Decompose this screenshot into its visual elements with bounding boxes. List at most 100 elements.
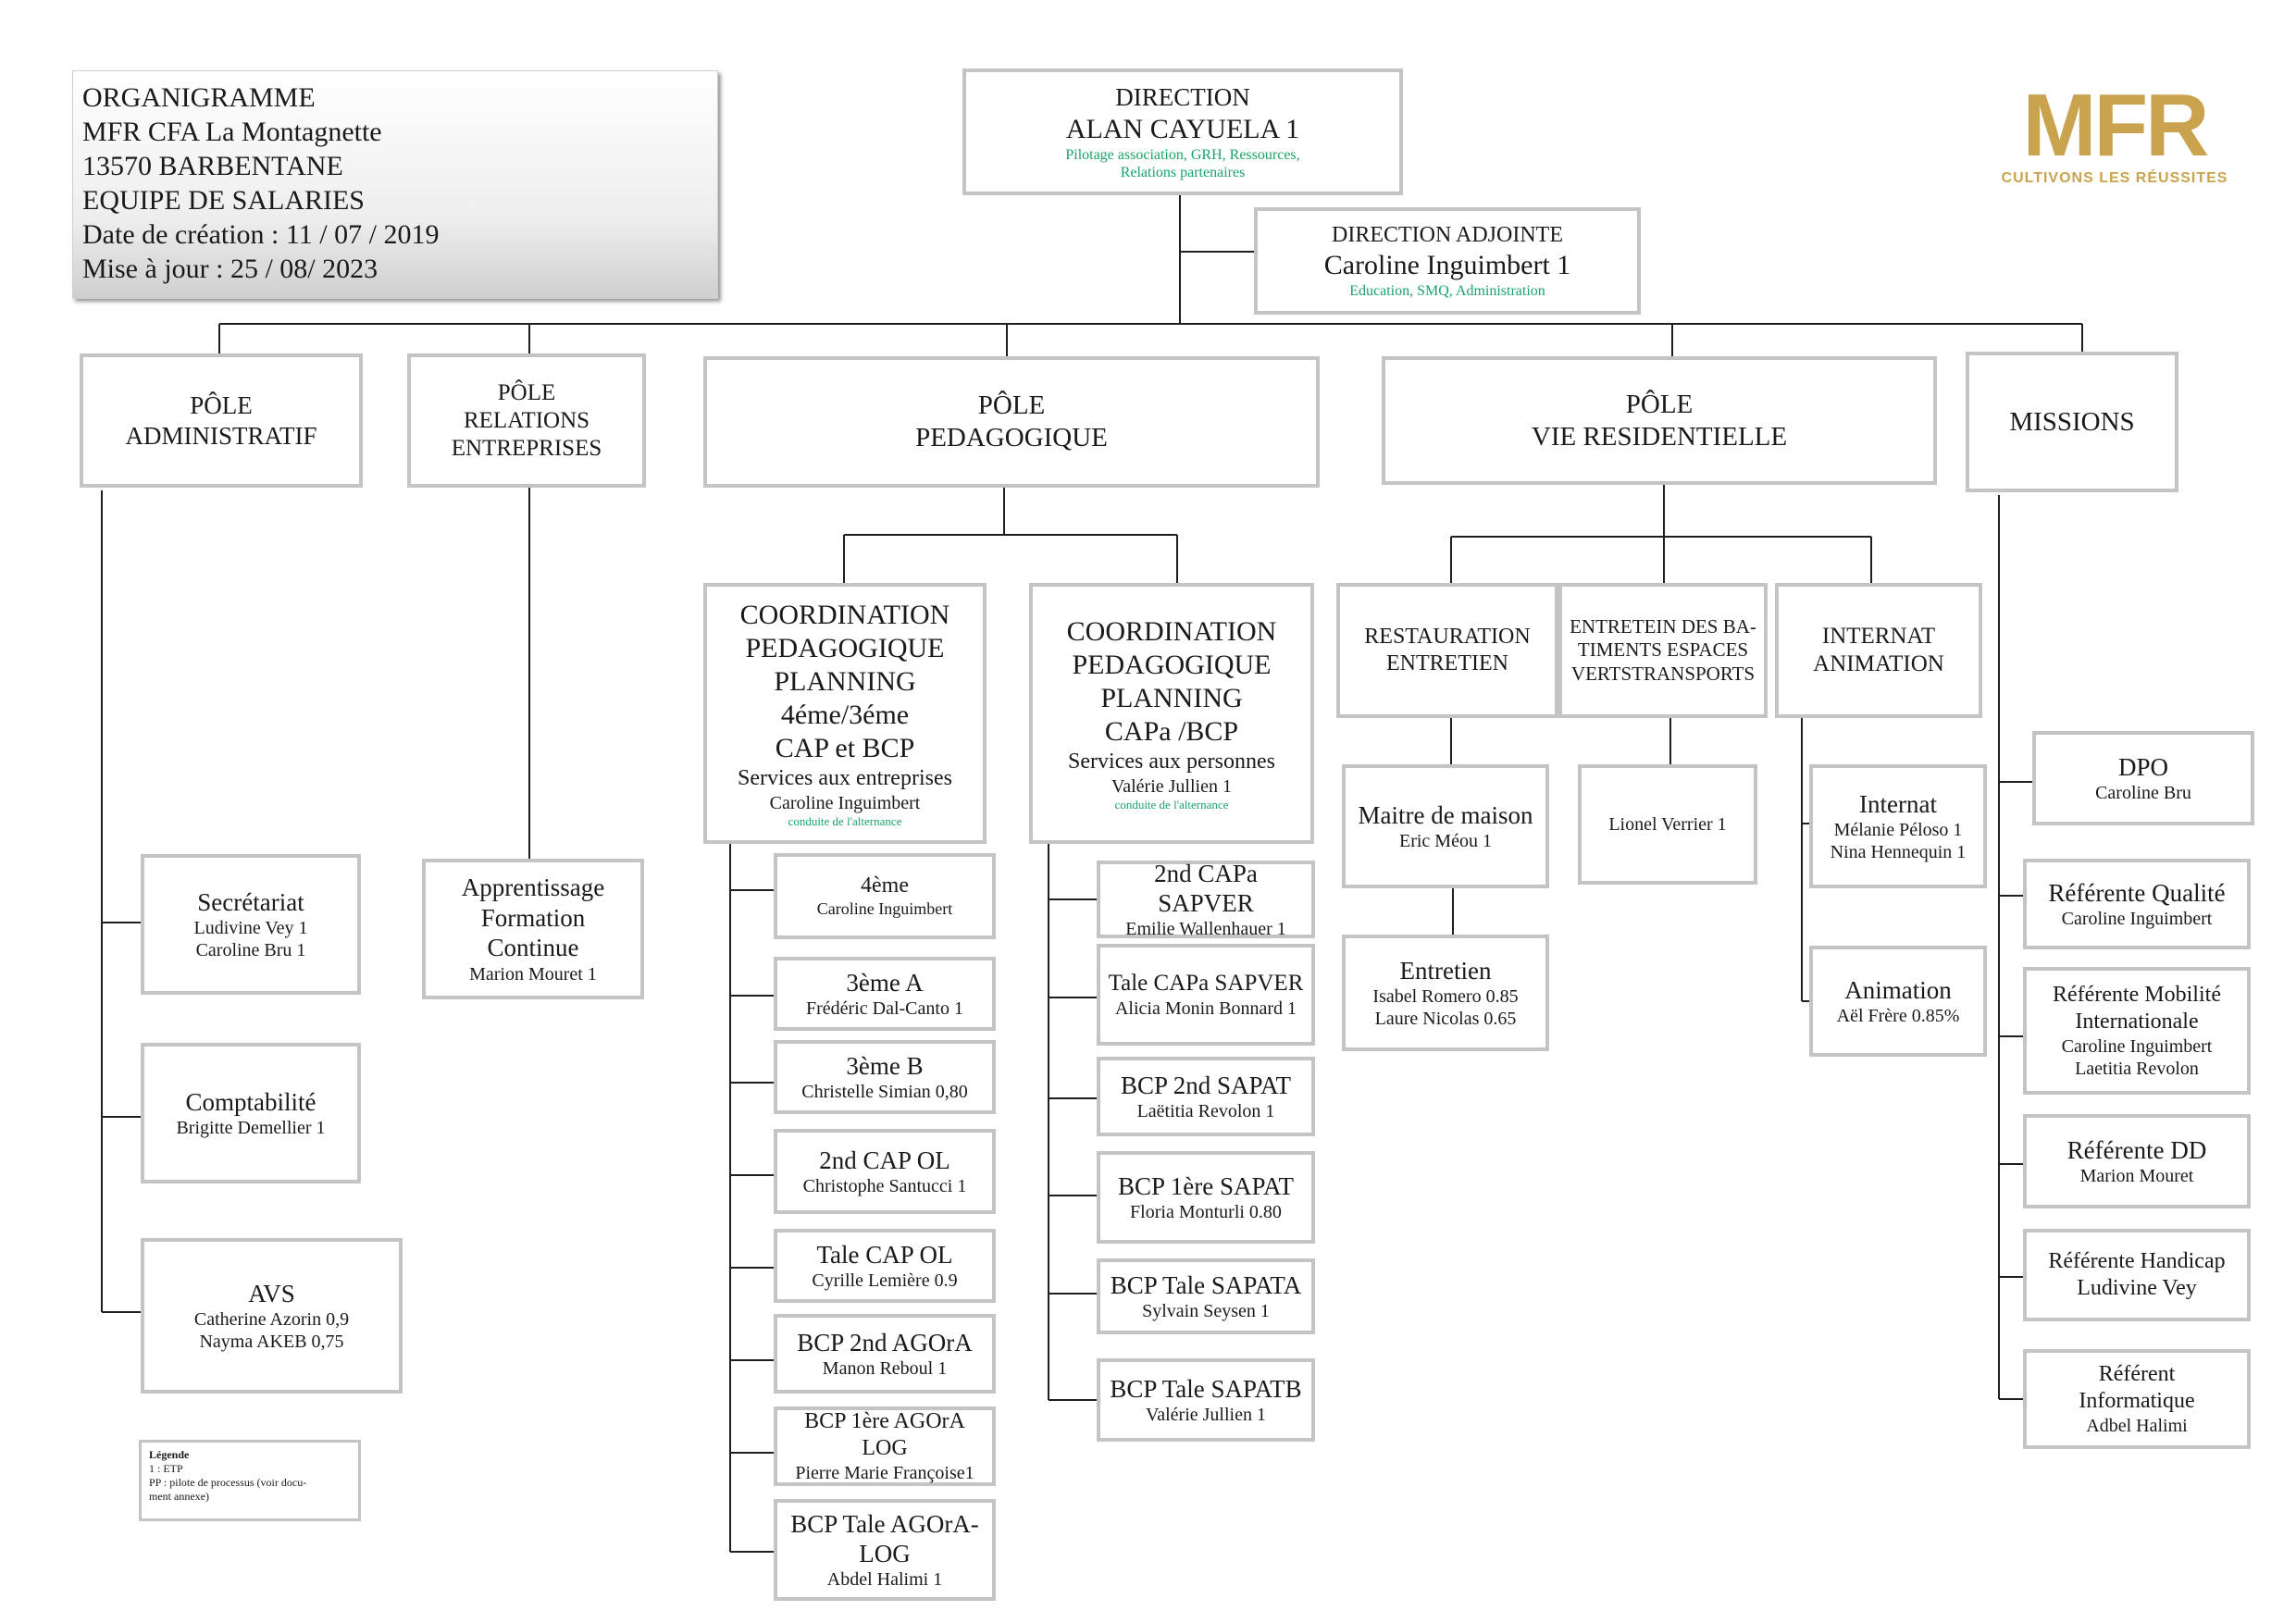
apprentissage-l2: Formation: [480, 903, 586, 932]
mission-title-2: Internationale: [2075, 1010, 2199, 1034]
pole-pedagogique-l2: PEDAGOGIQUE: [915, 423, 1108, 452]
internat-person-2: Nina Hennequin 1: [1830, 842, 1967, 863]
mfr-logo: MFR CULTIVONS LES RÉUSSITES: [1980, 76, 2249, 187]
class-person: Alicia Monin Bonnard 1: [1114, 998, 1297, 1019]
pole-missions-l1: MISSIONS: [2009, 406, 2135, 437]
coord2-note: conduite de l'alternance: [1114, 797, 1229, 812]
direction-adjointe-box: DIRECTION ADJOINTE Caroline Inguimbert 1…: [1254, 207, 1641, 315]
mission-box: Référente Handicap Ludivine Vey: [2023, 1229, 2251, 1321]
coord1-l5: CAP et BCP: [775, 732, 915, 763]
class-box: BCP 1ère AGOrA LOG Pierre Marie François…: [774, 1406, 996, 1486]
maitre-person: Eric Méou 1: [1399, 831, 1492, 852]
secretariat-box: Secrétariat Ludivine Vey 1 Caroline Bru …: [141, 854, 361, 995]
pole-vie-l1: PÔLE: [1625, 389, 1694, 419]
mission-person: Caroline Bru: [2095, 783, 2191, 804]
mission-title: Référente Handicap: [2048, 1249, 2226, 1274]
class-box: 3ème B Christelle Simian 0,80: [774, 1040, 996, 1114]
coord1-l4: 4éme/3éme: [780, 699, 910, 730]
comptabilite-box: Comptabilité Brigitte Demellier 1: [141, 1043, 361, 1183]
class-person: Emilie Wallenhauer 1: [1125, 919, 1286, 940]
animation-title: Animation: [1844, 975, 1952, 1004]
legend-line-1: 1 : ETP: [149, 1462, 183, 1475]
mission-title-2: Ludivine Vey: [2077, 1276, 2197, 1300]
logo-text: MFR: [2022, 76, 2210, 175]
secretariat-person-2: Caroline Bru 1: [195, 940, 306, 961]
direction-box: DIRECTION ALAN CAYUELA 1 Pilotage associ…: [962, 68, 1403, 195]
coord2-l3: PLANNING: [1100, 682, 1243, 713]
avs-title: AVS: [248, 1279, 295, 1307]
class-box: 3ème A Frédéric Dal-Canto 1: [774, 957, 996, 1031]
class-title: 2nd CAP OL: [819, 1146, 950, 1174]
internat-l1: INTERNAT: [1821, 624, 1936, 649]
class-person: Floria Monturli 0.80: [1130, 1202, 1282, 1223]
class-person: Christophe Santucci 1: [802, 1176, 967, 1197]
class-box: BCP Tale SAPATA Sylvain Seysen 1: [1097, 1258, 1315, 1334]
entretien-title: Entretien: [1399, 956, 1492, 985]
mission-person: Adbel Halimi: [2086, 1415, 2188, 1436]
lionel-person: Lionel Verrier 1: [1608, 814, 1727, 835]
entretien-bat-l1: ENTRETEIN DES BA-: [1570, 615, 1756, 638]
coord1-person: Caroline Inguimbert: [769, 792, 921, 813]
coordination-capa-bcp-box: COORDINATION PEDAGOGIQUE PLANNING CAPa /…: [1029, 583, 1314, 844]
mission-title-2: Informatique: [2079, 1389, 2195, 1413]
mission-person: Marion Mouret: [2079, 1166, 2194, 1187]
class-box: BCP 1ère SAPAT Floria Monturli 0.80: [1097, 1151, 1315, 1244]
legend-line-2: PP : pilote de processus (voir docu-: [149, 1476, 307, 1489]
class-person: Christelle Simian 0,80: [801, 1082, 968, 1103]
class-title: BCP Tale AGOrA-LOG: [790, 1509, 979, 1567]
mission-person-2: Laetitia Revolon: [2075, 1058, 2199, 1079]
mission-box: Référente DD Marion Mouret: [2023, 1114, 2251, 1208]
legend-line-3: ment annexe): [149, 1490, 209, 1503]
comptabilite-person-1: Brigitte Demellier 1: [176, 1118, 326, 1139]
avs-box: AVS Catherine Azorin 0,9 Nayma AKEB 0,75: [141, 1238, 403, 1394]
class-person: Laëtitia Revolon 1: [1136, 1101, 1275, 1122]
direction-adjointe-role: Education, SMQ, Administration: [1349, 282, 1545, 299]
class-person: Sylvain Seysen 1: [1142, 1301, 1270, 1322]
class-person: Pierre Marie Françoise1: [795, 1462, 974, 1483]
animation-person: Aël Frère 0.85%: [1836, 1006, 1960, 1027]
coord2-l4: CAPa /BCP: [1104, 715, 1239, 747]
entretien-box: Entretien Isabel Romero 0.85 Laure Nicol…: [1342, 935, 1549, 1051]
restauration-l2: ENTRETIEN: [1386, 651, 1508, 675]
class-box: 2nd CAPa SAPVER Emilie Wallenhauer 1: [1097, 860, 1315, 940]
class-box: 2nd CAP OL Christophe Santucci 1: [774, 1129, 996, 1214]
header-line-created: Date de création : 11 / 07 / 2019: [82, 219, 440, 250]
class-title: BCP 2nd AGOrA: [797, 1328, 973, 1357]
entretien-bat-l2: TIMENTS ESPACES: [1577, 638, 1749, 662]
coord1-l2: PEDAGOGIQUE: [745, 632, 945, 663]
internat-box-title: Internat: [1859, 789, 1937, 818]
internat-l2: ANIMATION: [1813, 651, 1944, 676]
logo-tagline: CULTIVONS LES RÉUSSITES: [2001, 170, 2228, 186]
pole-missions: MISSIONS: [1966, 352, 2178, 492]
avs-person-1: Catherine Azorin 0,9: [193, 1309, 350, 1331]
coord2-l2: PEDAGOGIQUE: [1072, 649, 1272, 680]
class-box: BCP 2nd AGOrA Manon Reboul 1: [774, 1314, 996, 1394]
entretien-person-1: Isabel Romero 0.85: [1372, 986, 1519, 1008]
restauration-l1: RESTAURATION: [1364, 625, 1531, 650]
avs-person-2: Nayma AKEB 0,75: [199, 1332, 344, 1353]
internat-box: Internat Mélanie Péloso 1 Nina Hennequin…: [1809, 764, 1987, 888]
class-person: Valérie Jullien 1: [1146, 1405, 1266, 1426]
header-line-updated: Mise à jour : 25 / 08/ 2023: [82, 254, 379, 284]
class-person: Frédéric Dal-Canto 1: [806, 998, 963, 1020]
class-box: BCP Tale AGOrA-LOG Abdel Halimi 1: [774, 1499, 996, 1601]
header-line-title: ORGANIGRAMME: [82, 82, 316, 113]
class-box: 4ème Caroline Inguimbert: [774, 853, 996, 939]
entretien-batiments-box: ENTRETEIN DES BA- TIMENTS ESPACES VERTST…: [1558, 583, 1768, 718]
class-title: BCP 1ère AGOrA LOG: [804, 1409, 965, 1460]
direction-role-1: Pilotage association, GRH, Ressources,: [1065, 146, 1300, 163]
legend-box: Légende 1 : ETP PP : pilote de processus…: [139, 1440, 361, 1521]
direction-title: DIRECTION: [1115, 83, 1250, 112]
class-title: 4ème: [861, 873, 909, 898]
class-box: BCP Tale SAPATB Valérie Jullien 1: [1097, 1358, 1315, 1442]
mission-person: Caroline Inguimbert: [2061, 909, 2213, 930]
secretariat-person-1: Ludivine Vey 1: [193, 918, 308, 939]
mission-title: Référente Mobilité: [2053, 983, 2221, 1008]
maitre-maison-box: Maitre de maison Eric Méou 1: [1342, 764, 1549, 888]
direction-role-2: Relations partenaires: [1120, 164, 1246, 180]
mission-title: DPO: [2117, 752, 2168, 781]
class-box: Tale CAP OL Cyrille Lemière 0.9: [774, 1229, 996, 1303]
mission-box: Référente Qualité Caroline Inguimbert: [2023, 859, 2251, 949]
class-title: BCP 1ère SAPAT: [1117, 1171, 1295, 1200]
